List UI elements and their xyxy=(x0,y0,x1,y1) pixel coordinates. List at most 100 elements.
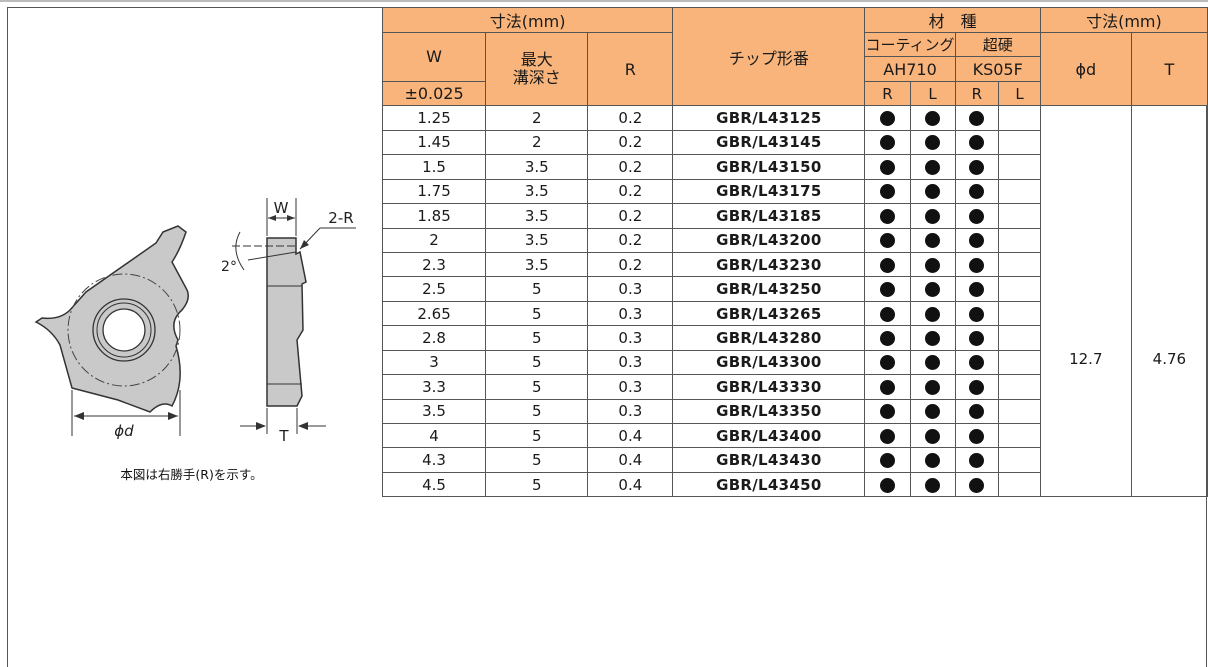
cell-grade-ks-l xyxy=(998,422,1041,449)
cell-r: 0.2 xyxy=(587,105,674,131)
cell-grade-ah-l xyxy=(909,129,956,156)
cell-grade-ah-r xyxy=(864,374,911,400)
cell-w: 1.25 xyxy=(381,105,487,131)
cell-w: 4.3 xyxy=(381,447,487,473)
cell-grade-ks-l xyxy=(998,349,1041,376)
cell-max-depth: 5 xyxy=(485,374,589,400)
cell-part-number: GBR/L43350 xyxy=(672,398,866,425)
cell-w: 2 xyxy=(381,227,487,253)
cell-max-depth: 5 xyxy=(485,422,589,449)
available-dot xyxy=(879,111,895,127)
cell-part-number: GBR/L43125 xyxy=(672,105,866,131)
cell-grade-ks-l xyxy=(998,276,1041,302)
cell-part-number: GBR/L43265 xyxy=(672,300,866,327)
cell-max-depth: 5 xyxy=(485,276,589,302)
cell-grade-ah-l xyxy=(909,203,956,229)
cell-r: 0.4 xyxy=(587,422,674,449)
cell-grade-ah-r xyxy=(864,129,911,156)
cell-part-number: GBR/L43175 xyxy=(672,178,866,205)
cell-max-depth: 5 xyxy=(485,300,589,327)
cell-max-depth: 3.5 xyxy=(485,178,589,205)
cell-grade-ah-r xyxy=(864,325,911,351)
header-carbide: 超硬 xyxy=(954,31,1041,58)
available-dot xyxy=(969,428,985,444)
cell-grade-ah-l xyxy=(909,178,956,205)
cell-grade-ah-l xyxy=(909,227,956,253)
header-w: W xyxy=(381,32,487,82)
available-dot xyxy=(879,233,895,249)
cell-grade-ks-r xyxy=(954,349,1000,376)
cell-w: 3.5 xyxy=(381,398,487,425)
available-dot xyxy=(925,330,941,346)
cell-grade-ks-l xyxy=(998,325,1041,351)
cell-grade-ks-r xyxy=(954,154,1000,180)
cell-grade-ks-l xyxy=(998,129,1041,156)
cell-w: 2.8 xyxy=(381,325,487,351)
cell-grade-ks-r xyxy=(954,276,1000,302)
available-dot xyxy=(925,355,941,371)
available-dot xyxy=(879,330,895,346)
cell-grade-ah-l xyxy=(909,349,956,376)
available-dot xyxy=(969,330,985,346)
cell-grade-ah-r xyxy=(864,154,911,180)
cell-grade-ah-l xyxy=(909,154,956,180)
available-dot xyxy=(969,477,985,493)
cell-max-depth: 5 xyxy=(485,447,589,473)
header-coating: コーティング xyxy=(864,31,956,58)
cell-r: 0.3 xyxy=(587,300,674,327)
available-dot xyxy=(879,404,895,420)
available-dot xyxy=(969,257,985,273)
available-dot xyxy=(879,184,895,200)
cell-part-number: GBR/L43400 xyxy=(672,422,866,449)
cell-grade-ks-l xyxy=(998,251,1041,278)
figure-caption: 本図は右勝手(R)を示す。 xyxy=(120,467,263,482)
cell-grade-ah-r xyxy=(864,447,911,473)
cell-w: 3 xyxy=(381,349,487,376)
label-t: T xyxy=(278,427,289,445)
cell-r: 0.3 xyxy=(587,374,674,400)
cell-r: 0.2 xyxy=(587,178,674,205)
header-hand-l2: L xyxy=(998,80,1041,107)
cell-grade-ah-r xyxy=(864,203,911,229)
cell-r: 0.2 xyxy=(587,227,674,253)
header-hand-r1: R xyxy=(864,80,911,107)
available-dot xyxy=(925,184,941,200)
cell-part-number: GBR/L43330 xyxy=(672,374,866,400)
available-dot xyxy=(925,208,941,224)
available-dot xyxy=(969,184,985,200)
inscribed-circle xyxy=(67,273,181,387)
header-chip: チップ形番 xyxy=(672,6,866,107)
cell-w: 3.3 xyxy=(381,374,487,400)
available-dot xyxy=(879,453,895,469)
cell-grade-ks-l xyxy=(998,471,1041,498)
available-dot xyxy=(925,111,941,127)
top-rule xyxy=(0,0,1208,2)
available-dot xyxy=(969,208,985,224)
cell-w: 1.85 xyxy=(381,203,487,229)
header-phi-d: ϕd xyxy=(1039,31,1132,107)
cell-w: 4.5 xyxy=(381,471,487,498)
cell-grade-ah-l xyxy=(909,105,956,131)
cell-r: 0.3 xyxy=(587,276,674,302)
available-dot xyxy=(879,135,895,151)
cell-part-number: GBR/L43250 xyxy=(672,276,866,302)
available-dot xyxy=(879,306,895,322)
label-2r: 2-R xyxy=(328,209,353,227)
available-dot xyxy=(969,159,985,175)
available-dot xyxy=(925,233,941,249)
cell-w: 1.75 xyxy=(381,178,487,205)
available-dot xyxy=(969,135,985,151)
header-dim-right: 寸法(mm) xyxy=(1039,7,1208,33)
cell-grade-ks-l xyxy=(998,154,1041,180)
cell-grade-ah-r xyxy=(864,276,911,302)
insert-top-view: ϕd xyxy=(34,225,189,440)
